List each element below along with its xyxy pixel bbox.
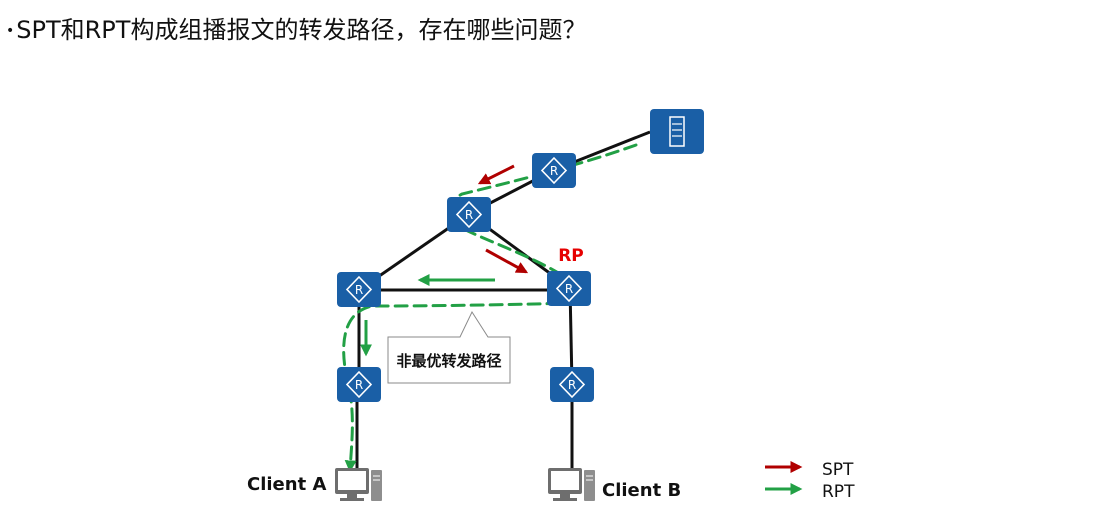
router-icon: R xyxy=(337,367,381,402)
router-icon: R xyxy=(447,197,491,232)
slide-title: •SPT和RPT构成组播报文的转发路径，存在哪些问题？ xyxy=(6,10,586,45)
legend: SPT RPT xyxy=(765,460,855,502)
rpt-path xyxy=(342,143,638,473)
spt-arrow-2 xyxy=(485,248,529,274)
non-optimal-callout: 非最优转发路径 xyxy=(387,310,511,384)
svg-text:R: R xyxy=(465,208,473,222)
spt-arrow-1 xyxy=(477,164,515,185)
client-b-label: Client B xyxy=(602,480,681,501)
callout-text: 非最优转发路径 xyxy=(396,352,501,370)
computer-icon xyxy=(548,468,595,501)
rp-label: RP xyxy=(558,246,584,266)
svg-text:R: R xyxy=(550,164,558,178)
title-text: SPT和RPT构成组播报文的转发路径，存在哪些问题？ xyxy=(16,16,587,44)
router-icon: R xyxy=(337,272,381,307)
legend-rpt-label: RPT xyxy=(822,482,855,502)
bullet-icon: • xyxy=(6,23,15,39)
svg-text:R: R xyxy=(568,378,576,392)
router-icon: R xyxy=(532,153,576,188)
svg-text:R: R xyxy=(355,378,363,392)
svg-text:R: R xyxy=(565,282,573,296)
svg-text:R: R xyxy=(355,283,363,297)
server-icon xyxy=(650,109,704,154)
router-icon: R xyxy=(550,367,594,402)
legend-spt-label: SPT xyxy=(822,460,854,480)
rp-router-icon: R xyxy=(547,271,591,306)
computer-icon xyxy=(335,468,382,501)
client-a-label: Client A xyxy=(247,474,326,495)
